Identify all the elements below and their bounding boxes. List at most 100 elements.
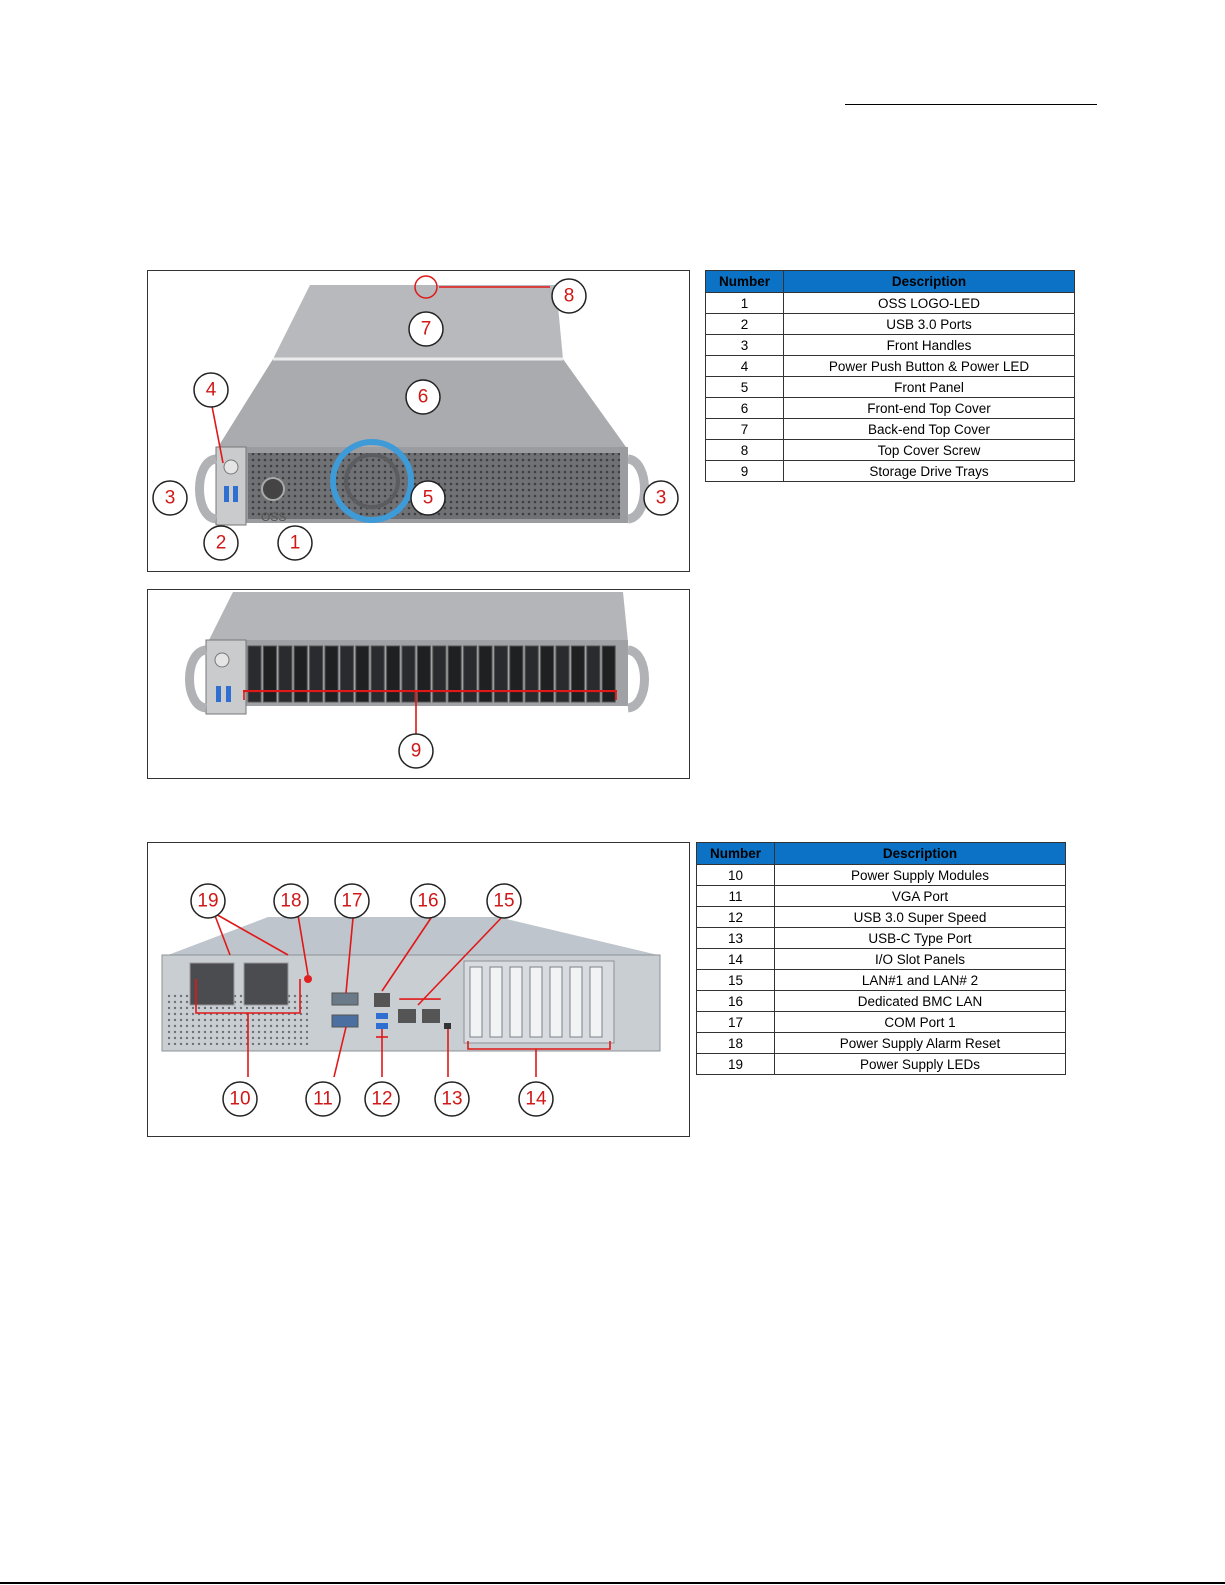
svg-text:1: 1 [290, 533, 301, 554]
svg-text:13: 13 [441, 1089, 462, 1110]
svg-text:3: 3 [165, 488, 176, 509]
rear-view-figure: 10 11 12 13 14 15 16 17 18 19 [147, 842, 690, 1137]
row-description: VGA Port [774, 885, 1066, 907]
svg-text:14: 14 [525, 1089, 547, 1110]
front-table-header-row: Number Description [705, 270, 1075, 293]
drive-tray [401, 645, 416, 703]
io-slot [509, 966, 523, 1038]
usb-port-a [224, 486, 229, 502]
row-number: 2 [705, 313, 784, 335]
svg-text:11: 11 [313, 1089, 333, 1110]
callout-3-right: 3 [643, 480, 679, 516]
row-number: 14 [696, 948, 775, 970]
callout-19: 19 [190, 883, 226, 919]
usb-c-port [444, 1023, 451, 1029]
io-slot [549, 966, 563, 1038]
drive-tray [601, 645, 616, 703]
svg-text:10: 10 [229, 1089, 250, 1110]
row-description: COM Port 1 [774, 1011, 1066, 1033]
drive-tray [309, 645, 324, 703]
svg-text:19: 19 [197, 891, 218, 912]
rear-table-header-description: Description [774, 842, 1066, 865]
alarm-reset-button [304, 975, 312, 983]
row-number: 17 [696, 1011, 775, 1033]
footer-rule [0, 1582, 1225, 1584]
row-number: 10 [696, 864, 775, 886]
drive-tray [324, 645, 339, 703]
row-number: 4 [705, 355, 784, 377]
io-slot [529, 966, 543, 1038]
callout-2: 2 [203, 525, 239, 561]
row-number: 18 [696, 1032, 775, 1054]
header-rule [845, 104, 1097, 105]
row-description: Top Cover Screw [783, 439, 1075, 461]
front-table-header-number: Number [705, 270, 784, 293]
front-view-figure: OSS 1 2 3 3 4 5 6 7 8 [147, 270, 690, 572]
drive-tray [509, 645, 524, 703]
power-button [223, 459, 239, 475]
power-supply-module-2 [243, 962, 289, 1006]
usb-port-b [233, 486, 238, 502]
svg-text:9: 9 [411, 741, 422, 762]
row-description: USB-C Type Port [774, 927, 1066, 949]
callout-18: 18 [273, 883, 309, 919]
drive-tray [493, 645, 508, 703]
drive-tray [278, 645, 293, 703]
callout-9: 9 [398, 733, 434, 769]
drive-tray [463, 645, 478, 703]
row-number: 15 [696, 969, 775, 991]
rear-top-cover [168, 917, 658, 955]
row-description: Front-end Top Cover [783, 397, 1075, 419]
drive-tray [293, 645, 308, 703]
svg-text:12: 12 [371, 1089, 392, 1110]
svg-text:15: 15 [493, 891, 514, 912]
io-slot [489, 966, 503, 1038]
svg-text:2: 2 [216, 533, 227, 554]
row-number: 3 [705, 334, 784, 356]
drive-trays-figure: 9 [147, 589, 690, 779]
lan-port-2 [422, 1009, 440, 1023]
drive-power-module [205, 639, 247, 715]
svg-text:8: 8 [564, 286, 575, 307]
row-number: 13 [696, 927, 775, 949]
row-description: Power Supply LEDs [774, 1053, 1066, 1075]
svg-text:18: 18 [280, 891, 301, 912]
callout-14: 14 [518, 1081, 554, 1117]
row-number: 5 [705, 376, 784, 398]
row-description: Storage Drive Trays [783, 460, 1075, 482]
row-number: 6 [705, 397, 784, 419]
row-number: 16 [696, 990, 775, 1012]
row-description: OSS LOGO-LED [783, 292, 1075, 314]
front-handle-right [626, 454, 649, 524]
drive-tray [540, 645, 555, 703]
drive-tray [386, 645, 401, 703]
callout-8: 8 [551, 278, 587, 314]
drive-trays-illustration: 9 [185, 592, 649, 769]
row-number: 1 [705, 292, 784, 314]
logo-led [261, 477, 285, 501]
usb-port-rear-a [376, 1013, 388, 1019]
front-fan-ring [330, 439, 414, 523]
front-table-header-description: Description [783, 270, 1075, 293]
drive-tray [416, 645, 431, 703]
rear-table-header-row: Number Description [696, 842, 1066, 865]
rear-table-header-number: Number [696, 842, 775, 865]
callout-16: 16 [410, 883, 446, 919]
row-description: I/O Slot Panels [774, 948, 1066, 970]
io-slot [589, 966, 603, 1038]
row-description: Power Supply Modules [774, 864, 1066, 886]
drive-tray [339, 645, 354, 703]
